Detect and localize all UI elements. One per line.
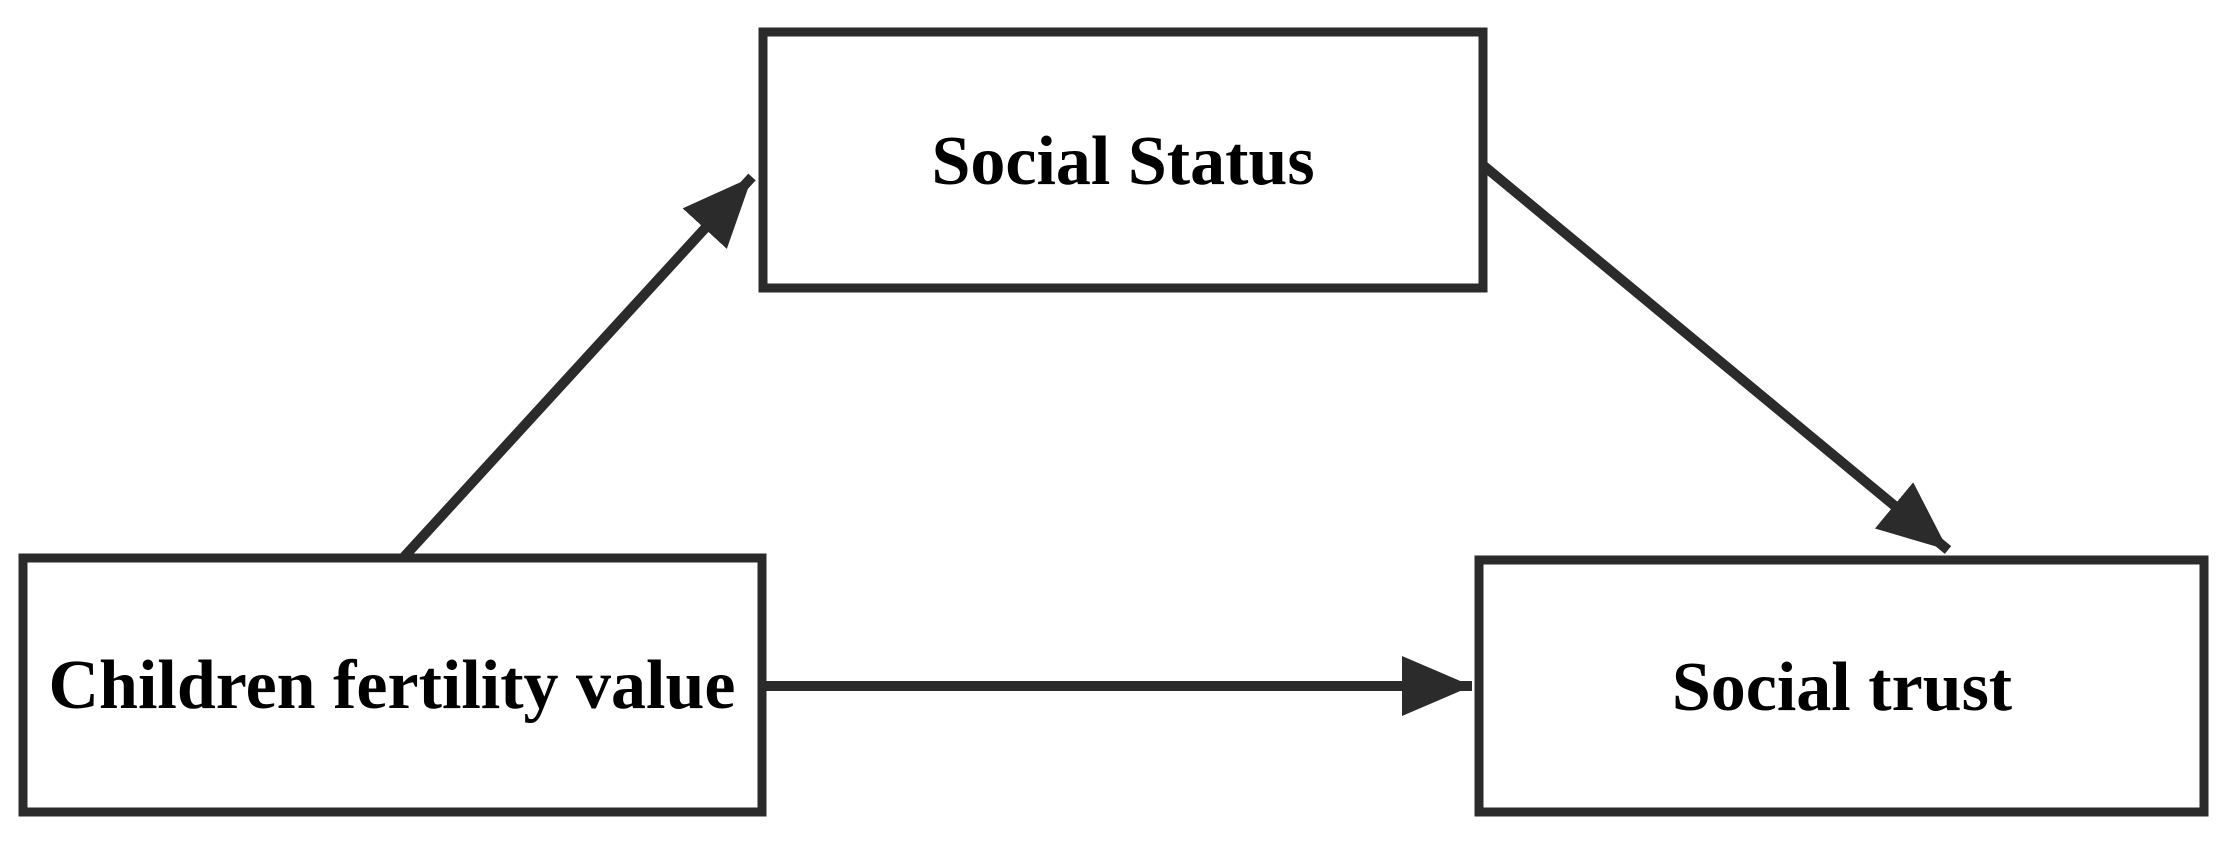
social-trust-box (1474, 555, 2209, 817)
edge-social-status-to-social-trust-arrow (1480, 162, 1952, 554)
children-fertility-value-label: Children fertility value (49, 647, 736, 724)
social-trust-label: Social trust (1672, 649, 2012, 726)
edge-cfv-to-social-status-arrow (399, 173, 756, 562)
social-status-box (758, 27, 1488, 293)
node-children-fertility-value: Children fertility value (18, 553, 767, 817)
children-fertility-value-box (18, 553, 767, 817)
social-status-label: Social Status (931, 123, 1314, 200)
node-social-status: Social Status (758, 27, 1488, 293)
node-social-trust: Social trust (1474, 555, 2209, 817)
